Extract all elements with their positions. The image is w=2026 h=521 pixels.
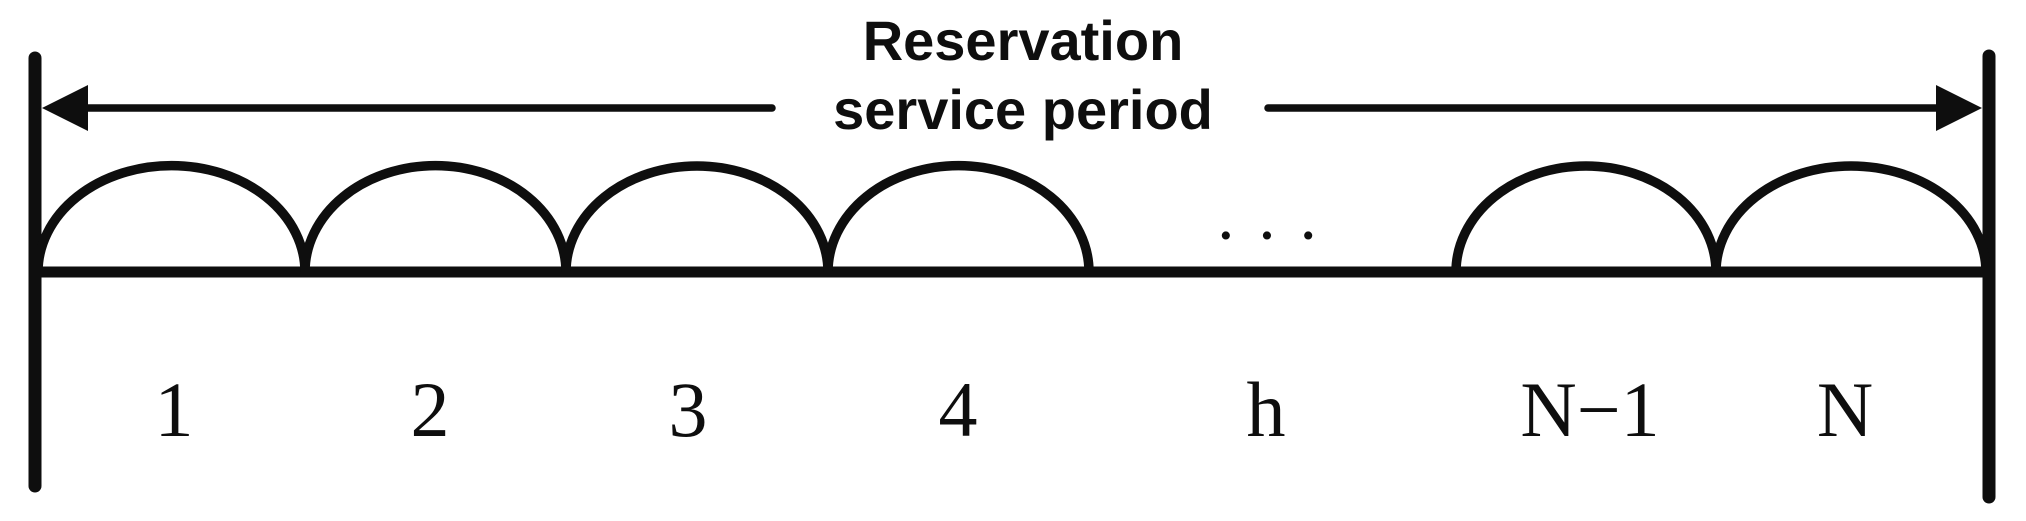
slot-arc-4: [823, 160, 1094, 273]
slot-labels: 1 2 3 4 h N−1 N: [155, 366, 1874, 453]
slot-arc-n: [1711, 161, 1991, 273]
slot-arc-1: [33, 160, 310, 273]
diagram-fills: Reservation service period · · · 1 2 3 4…: [42, 9, 1982, 453]
slot-arc-2: [300, 160, 571, 273]
slot-label-2: 2: [411, 366, 450, 453]
span-arrow-right-head: [1936, 85, 1982, 131]
ellipsis-dots: · · ·: [1217, 207, 1322, 263]
slot-label-n: N: [1817, 366, 1873, 453]
slot-label-n-1: N−1: [1520, 366, 1659, 453]
slot-arc-n-1: [1451, 161, 1721, 273]
slot-label-3: 3: [669, 366, 708, 453]
title-line-1: Reservation: [863, 9, 1184, 72]
diagram-strokes: [28, 49, 1996, 504]
slot-label-1: 1: [155, 366, 194, 453]
slot-label-h: h: [1247, 366, 1286, 453]
span-arrow-left-head: [42, 85, 88, 131]
slot-label-4: 4: [939, 366, 978, 453]
title-line-2: service period: [833, 78, 1213, 141]
slot-arc-3: [561, 161, 833, 273]
